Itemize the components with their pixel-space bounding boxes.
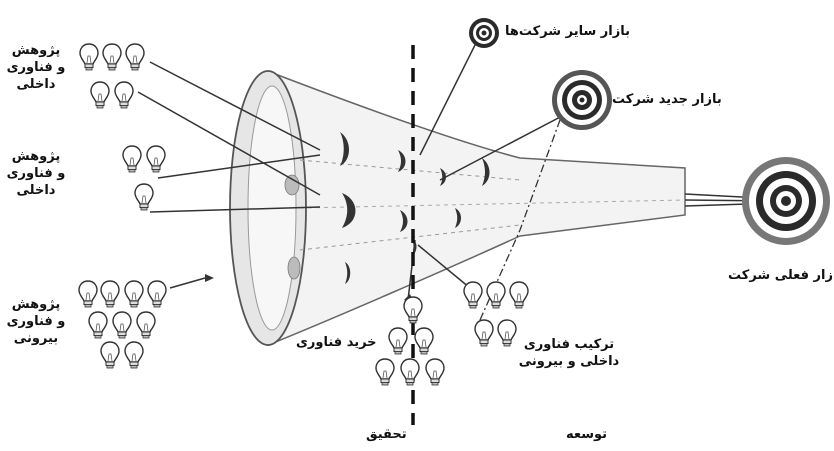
bulbs-buy xyxy=(375,296,445,386)
lightbulb-icon xyxy=(425,358,445,386)
label-buy-technology: خرید فناوری xyxy=(296,335,377,350)
lightbulb-icon xyxy=(78,280,98,308)
lightbulb-icon xyxy=(509,281,529,309)
lightbulb-icon xyxy=(79,43,99,71)
lightbulb-icon xyxy=(136,311,156,339)
label-internal-rd-2: پژوهش و فناوری داخلی xyxy=(6,149,66,198)
lightbulb-icon xyxy=(90,81,110,109)
lightbulb-icon xyxy=(414,327,434,355)
target-icon xyxy=(742,157,830,245)
target-icon xyxy=(469,18,499,48)
label-external-rd: پژوهش و فناوری بیرونی xyxy=(6,297,66,346)
lightbulb-icon xyxy=(474,319,494,347)
lightbulb-icon xyxy=(112,311,132,339)
lightbulb-icon xyxy=(486,281,506,309)
lightbulb-icon xyxy=(400,358,420,386)
lightbulb-icon xyxy=(124,280,144,308)
lightbulb-icon xyxy=(146,145,166,173)
bulbs-internal-1 xyxy=(79,43,145,109)
label-development: توسعه xyxy=(566,427,608,442)
lightbulb-icon xyxy=(147,280,167,308)
lightbulb-icon xyxy=(100,280,120,308)
lightbulb-icon xyxy=(122,145,142,173)
bulbs-external xyxy=(78,280,167,369)
lightbulb-icon xyxy=(114,81,134,109)
lightbulb-icon xyxy=(124,341,144,369)
label-internal-rd-1: پژوهش و فناوری داخلی xyxy=(6,43,66,92)
target-icon xyxy=(552,70,612,130)
connector-lines xyxy=(137,34,781,301)
lightbulb-icon xyxy=(134,183,154,211)
lightbulb-icon xyxy=(375,358,395,386)
lightbulb-icon xyxy=(403,296,423,324)
label-market-new: بازار جدید شرکت xyxy=(612,92,722,107)
lightbulb-icon xyxy=(463,281,483,309)
label-research: تحقیق xyxy=(366,427,407,442)
label-market-other-companies: بازار سایر شرکت‌ها xyxy=(505,24,630,39)
lightbulb-icon xyxy=(388,327,408,355)
lightbulb-icon xyxy=(88,311,108,339)
label-combine-technology: ترکیب فناوری داخلی و بیرونی xyxy=(518,337,620,369)
lightbulb-icon xyxy=(102,43,122,71)
lightbulb-icon xyxy=(100,341,120,369)
lightbulb-icon xyxy=(125,43,145,71)
label-market-current: بازار فعلی شرکت xyxy=(728,268,834,283)
